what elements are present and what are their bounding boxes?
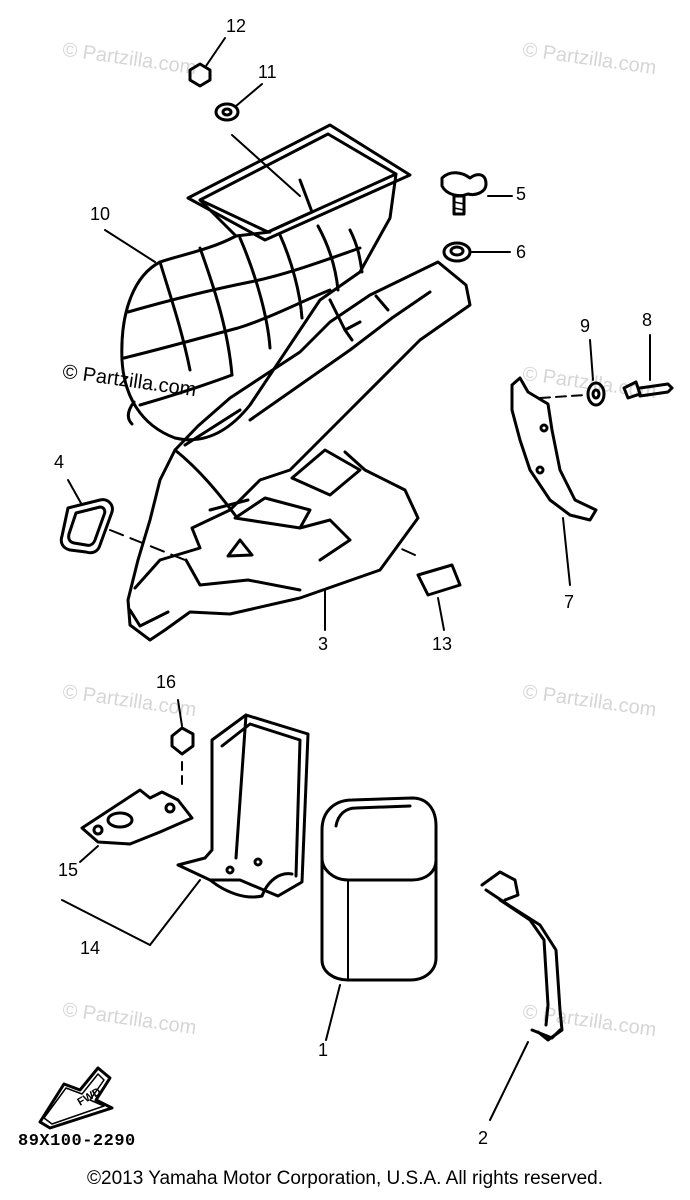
part-8-bolt [622, 334, 674, 400]
callout-4: 4 [54, 452, 65, 472]
part-9-washer [586, 339, 606, 407]
callout-13: 13 [432, 634, 453, 654]
callout-1: 1 [318, 1040, 329, 1060]
callout-12: 12 [226, 16, 247, 36]
part-6-grommet [442, 241, 511, 263]
part-10-duct [104, 123, 412, 442]
callout-8: 8 [642, 310, 653, 330]
callout-11: 11 [258, 62, 277, 82]
diagram-code: 89X100-2290 [18, 1132, 136, 1151]
callout-14: 14 [80, 938, 101, 958]
callout-16: 16 [156, 672, 177, 692]
part-16-nut [170, 699, 195, 786]
callout-9: 9 [580, 316, 591, 336]
fwd-arrow-icon [38, 1066, 114, 1130]
part-15-plate [79, 788, 194, 863]
callout-7: 7 [564, 592, 575, 612]
callout-6: 6 [516, 242, 527, 262]
part-2-band [480, 870, 564, 1121]
part-1-battery [320, 796, 438, 1041]
part-12-nut [188, 37, 226, 88]
part-3-tray [126, 260, 472, 642]
callout-2: 2 [478, 1128, 489, 1148]
callout-15: 15 [58, 860, 79, 880]
part-14-holder [61, 713, 310, 946]
callout-5: 5 [516, 184, 527, 204]
callout-3: 3 [318, 634, 329, 654]
part-4-seal [59, 479, 186, 561]
copyright-notice: ©2013 Yamaha Motor Corporation, U.S.A. A… [87, 1168, 603, 1189]
part-5-screw [440, 171, 513, 216]
part-13-pad [394, 545, 462, 631]
callout-10: 10 [90, 204, 111, 224]
part-7-bracket [510, 376, 598, 586]
part-11-washer [214, 83, 263, 122]
